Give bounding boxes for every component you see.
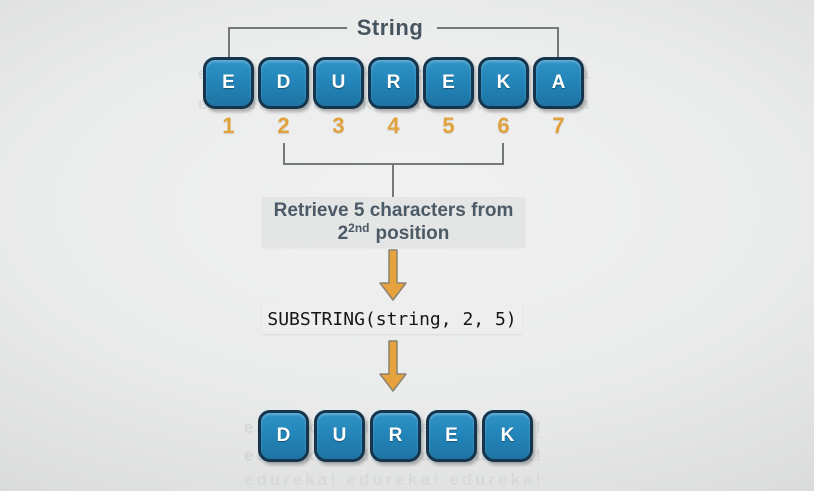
result-tile: D	[258, 410, 309, 462]
result-tile: E	[426, 410, 477, 462]
letter-tile: U	[313, 57, 364, 109]
string-bracket-right-vertical	[557, 27, 559, 58]
position-number-base: 2	[337, 223, 349, 244]
position-number: 7	[552, 113, 565, 138]
letter-tile: R	[368, 57, 419, 109]
down-arrow-icon	[379, 249, 407, 301]
letter-tile: D	[258, 57, 309, 109]
position-number: 4	[387, 113, 400, 138]
position-number: 5	[442, 113, 455, 138]
code-box: SUBSTRING(string, 2, 5)	[262, 304, 522, 334]
string-bracket-right-horizontal	[437, 27, 559, 29]
position-superscript: 2nd	[348, 221, 370, 235]
position-rest: position	[375, 223, 450, 244]
code-text: SUBSTRING(string, 2, 5)	[267, 308, 517, 330]
position-number: 3	[332, 113, 345, 138]
letter-tile: A	[533, 57, 584, 109]
result-tile: U	[314, 410, 365, 462]
range-bracket-left-vertical	[283, 143, 285, 165]
letter-tile: E	[203, 57, 254, 109]
string-label: String	[356, 15, 424, 40]
result-tile-row: D U R E K	[258, 410, 533, 462]
range-bracket-stem	[392, 163, 394, 198]
position-number: 6	[497, 113, 510, 138]
down-arrow-icon	[379, 340, 407, 392]
letter-tile: K	[478, 57, 529, 109]
result-tile: R	[370, 410, 421, 462]
result-tile: K	[482, 410, 533, 462]
annotation-line2: 22nd position	[338, 222, 450, 245]
annotation-box: Retrieve 5 characters from 22nd position	[262, 197, 525, 247]
string-bracket-left-horizontal	[228, 27, 347, 29]
letter-tile: E	[423, 57, 474, 109]
string-bracket-left-vertical	[228, 27, 230, 58]
annotation-line1: Retrieve 5 characters from	[273, 200, 514, 221]
position-number: 1	[222, 113, 235, 138]
watermark-text: edureka! edureka! edureka! edureka! edur…	[244, 470, 540, 489]
position-number: 2	[277, 113, 290, 138]
range-bracket-right-vertical	[502, 143, 504, 165]
string-tile-row: E D U R E K A	[203, 57, 584, 109]
position-number-row: 1 2 3 4 5 6 7	[203, 113, 584, 139]
